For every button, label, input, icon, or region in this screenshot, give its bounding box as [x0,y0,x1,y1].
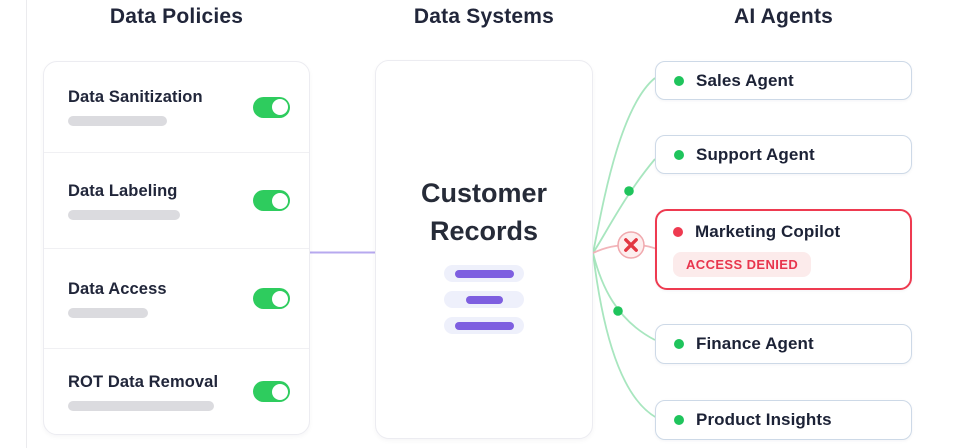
policy-row-data-labeling: Data Labeling [44,153,309,249]
agent-name: Marketing Copilot [695,222,841,241]
left-guide-line [26,0,27,448]
policy-label: ROT Data Removal [68,372,219,391]
record-bar [454,321,514,330]
column-header-data-systems: Data Systems [413,5,555,28]
data-policies-card: Data Sanitization Data Labeling Data Acc… [43,61,310,435]
policy-placeholder-bar [68,400,214,411]
agent-name: Product Insights [696,410,832,429]
column-header-data-policies: Data Policies [109,5,244,28]
agent-title-row: Marketing Copilot [673,222,840,242]
toggle-knob [271,192,288,209]
column-header-ai-agents: AI Agents [733,5,834,28]
flow-dot-upper [624,186,634,196]
policy-text-block: Data Access [68,280,167,318]
records-rows-icon [376,265,592,334]
status-dot-allowed [674,75,684,86]
record-row-icon [444,265,524,282]
customer-records-card: Customer Records [375,60,593,439]
system-title-line2: Records [429,216,539,246]
connection-finance-agent [592,252,656,341]
policy-text-block: Data Sanitization [68,88,203,126]
agent-card-sales[interactable]: Sales Agent [655,61,912,100]
policy-row-data-access: Data Access [44,249,309,349]
policy-label: Data Labeling [68,181,178,200]
policy-text-block: ROT Data Removal [68,373,218,411]
policy-text-block: Data Labeling [68,182,180,220]
toggle-rot-data-removal[interactable] [253,381,290,402]
policy-placeholder-bar [68,116,167,126]
record-row-icon [444,317,524,334]
record-bar [465,295,503,304]
agent-card-finance[interactable]: Finance Agent [655,324,912,364]
toggle-data-sanitization[interactable] [253,96,290,118]
toggle-knob [271,383,288,400]
flow-dot-lower [613,306,623,316]
system-title-line1: Customer [420,178,548,208]
system-title: Customer Records [376,174,592,250]
status-dot-allowed [674,339,684,349]
policy-row-rot-data-removal: ROT Data Removal [44,349,309,434]
record-row-icon [444,291,524,308]
record-bar [454,269,514,278]
policy-placeholder-bar [68,209,180,220]
access-denied-icon [617,231,645,259]
policy-label: Data Access [68,279,167,298]
toggle-knob [271,99,288,115]
agent-name: Support Agent [696,144,815,164]
policy-row-data-sanitization: Data Sanitization [44,62,309,153]
policy-placeholder-bar [68,307,148,318]
connection-sales-agent [592,77,656,254]
connection-support-agent [592,158,656,254]
toggle-knob [271,290,288,307]
connection-product-insights [592,252,658,419]
access-denied-badge: ACCESS DENIED [673,252,812,277]
agent-name: Sales Agent [696,70,794,90]
status-dot-allowed [674,415,684,425]
status-dot-denied [673,227,683,237]
agent-card-marketing-copilot[interactable]: Marketing Copilot ACCESS DENIED [655,209,912,290]
agent-card-product-insights[interactable]: Product Insights [655,400,912,440]
policy-label: Data Sanitization [68,88,203,106]
agent-card-support[interactable]: Support Agent [655,135,912,174]
agent-name: Finance Agent [696,334,814,353]
toggle-data-labeling[interactable] [253,190,290,211]
status-dot-allowed [674,149,684,160]
toggle-data-access[interactable] [253,288,290,309]
